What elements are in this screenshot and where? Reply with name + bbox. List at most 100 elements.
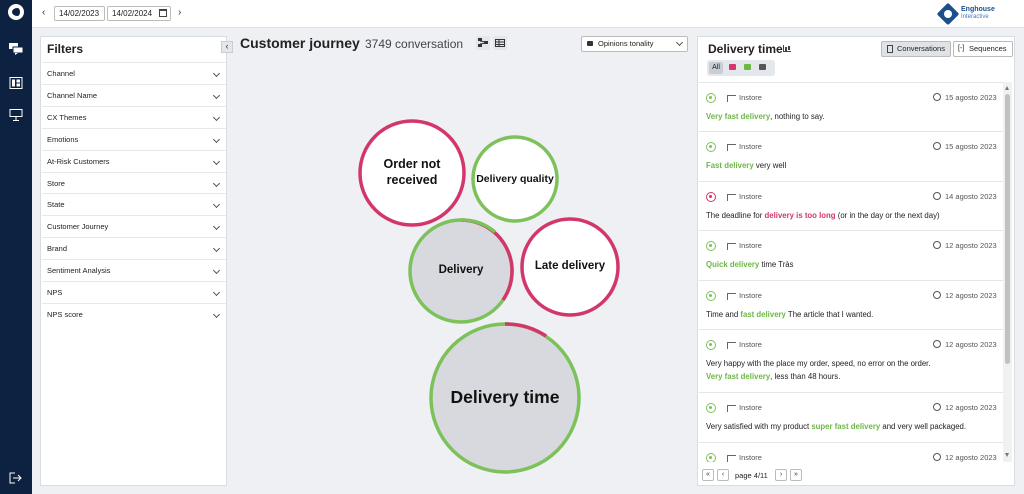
filter-label: Channel Name [47,90,98,100]
first-page-button[interactable]: « [702,469,714,481]
filter-row[interactable]: Channel [42,62,226,84]
page-indicator: page 4/11 [735,471,768,480]
filter-all-button[interactable]: All [709,62,723,74]
filter-row[interactable]: Sentiment Analysis [42,259,226,281]
file-icon [887,45,893,53]
chevron-down-icon [212,113,221,121]
calendar-icon[interactable] [159,9,167,17]
clock-icon [933,403,941,411]
chevron-down-icon [212,69,221,78]
source-icon [727,405,736,412]
date-from-input[interactable]: 14/02/2023 [54,6,105,21]
chevron-down-icon [212,288,221,297]
app-logo[interactable] [8,4,24,20]
filter-row[interactable]: NPS score [42,302,226,325]
prev-date-arrow-icon[interactable]: ‹ [42,7,46,18]
text-fragment: (or in the day or the next day) [835,211,940,220]
filter-row[interactable]: State [42,193,226,215]
positive-tag-icon[interactable] [744,64,751,70]
conversation-text: The deadline for delivery is too long (o… [706,210,1001,223]
tag-icon [587,41,593,46]
filter-label: CX Themes [47,112,87,122]
conversation-date: 15 agosto 2023 [945,93,997,102]
bubble-delivery-quality[interactable] [471,135,559,223]
tab-sequences[interactable]: [-]Sequences [953,41,1013,57]
conversation-text: Quick delivery time Tràs [706,259,1001,272]
chat-icon[interactable] [9,43,23,55]
filter-label: Customer Journey [47,222,109,232]
conversation-text: Very satisfied with my product super fas… [706,421,1001,434]
prev-page-button[interactable]: ‹ [717,469,729,481]
negative-sentiment-icon [706,192,716,202]
conversation-source: Instore [739,192,762,201]
filter-label: At-Risk Customers [47,156,110,166]
tab-conversations[interactable]: Conversations [881,41,951,57]
conversation-text: Very happy with the place my order, spee… [706,358,1001,383]
bubble-delivery[interactable] [408,218,514,324]
filter-row[interactable]: Store [42,171,226,194]
conversation-date: 12 agosto 2023 [945,403,997,412]
brand-subtitle: Interactive [961,14,989,20]
bubble-order-not-received[interactable] [358,119,466,227]
last-page-button[interactable]: » [790,469,802,481]
scroll-up-icon[interactable] [1005,86,1009,90]
dashboard-icon[interactable] [9,77,23,89]
neutral-tag-icon[interactable] [759,64,766,70]
filter-row[interactable]: Brand [42,237,226,259]
conversation-count: 3749 conversation [365,37,464,51]
filter-row[interactable]: Customer Journey [42,215,226,237]
conversation-text: Time and fast delivery The article that … [706,309,1001,322]
filter-label: NPS score [47,309,83,319]
network-view-button[interactable] [476,36,490,50]
filter-label: Brand [47,244,68,254]
collapse-filters-button[interactable]: ‹ [221,41,233,53]
filter-row[interactable]: At-Risk Customers [42,149,226,172]
date-to-input[interactable]: 14/02/2024 [107,6,171,21]
positive-sentiment-icon [706,453,716,462]
highlight-fragment: Very fast delivery [706,112,771,121]
conversation-source: Instore [739,241,762,250]
negative-tag-icon[interactable] [729,64,736,70]
bubble-label-delivery: Delivery [438,264,484,276]
highlight-fragment: super fast delivery [811,422,881,431]
brand-name: Enghouse [961,6,995,13]
logout-icon[interactable] [9,472,23,484]
filter-label: Sentiment Analysis [47,266,111,276]
conversation-date: 12 agosto 2023 [945,340,997,349]
filter-row[interactable]: NPS [42,281,226,303]
tonality-select[interactable]: Opinions tonality [581,36,688,52]
side-nav [0,0,32,494]
chevron-down-icon [212,223,221,231]
table-view-button[interactable] [493,36,507,50]
scrollbar[interactable] [1003,82,1012,462]
presentation-icon[interactable] [9,109,23,121]
bar-chart-icon[interactable] [783,45,791,52]
pagination: « ‹ page 4/11 › » [698,465,1014,485]
highlight-fragment: Fast delivery [706,161,754,170]
conversation-text: Very fast delivery, nothing to say. [706,111,1001,124]
scroll-down-icon[interactable] [1005,453,1009,457]
scroll-thumb[interactable] [1005,94,1010,364]
next-page-button[interactable]: › [775,469,787,481]
text-fragment: Very satisfied with my product [706,422,812,431]
filter-row[interactable]: CX Themes [42,105,226,128]
chevron-down-icon [212,201,221,209]
clock-icon [933,453,941,461]
chevron-down-icon [212,245,221,253]
bubble-late-delivery[interactable] [520,217,620,317]
conversation-source: Instore [739,403,762,412]
positive-sentiment-icon [706,93,716,103]
filter-row[interactable]: Emotions [42,127,226,150]
next-date-arrow-icon[interactable]: › [178,7,182,18]
bubble-delivery-time[interactable] [429,322,581,474]
filter-row[interactable]: Channel Name [42,83,226,106]
text-fragment: The article that I wanted. [785,310,874,319]
